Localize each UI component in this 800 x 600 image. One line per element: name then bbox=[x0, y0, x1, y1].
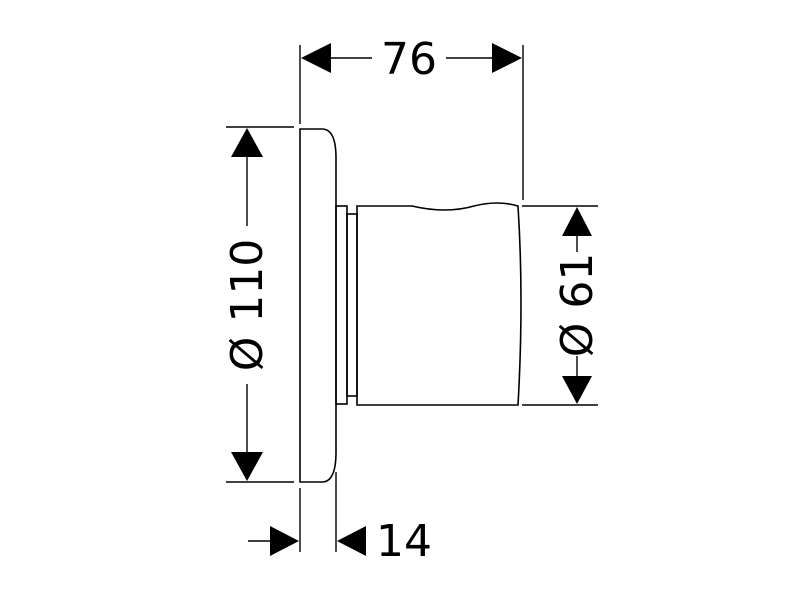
dimension-depth-total: 76 bbox=[301, 34, 522, 85]
arrow-left bbox=[301, 43, 331, 73]
dimension-handle-diameter: Ø 61 bbox=[552, 207, 603, 404]
arrow-up bbox=[231, 128, 263, 157]
spacer-ring-outer bbox=[335, 205, 348, 405]
arrow-left bbox=[337, 526, 366, 556]
dimension-label-76: 76 bbox=[381, 34, 437, 85]
arrow-right bbox=[270, 526, 299, 556]
wall-plate bbox=[299, 128, 337, 483]
dimension-label-110: Ø 110 bbox=[222, 239, 273, 372]
dimension-label-61: Ø 61 bbox=[552, 253, 603, 358]
spacer-ring-inner bbox=[346, 213, 358, 397]
arrow-down bbox=[231, 452, 263, 481]
handle bbox=[356, 202, 522, 406]
arrow-down bbox=[562, 376, 592, 404]
arrow-right bbox=[492, 43, 522, 73]
dimension-plate-depth: 14 bbox=[248, 516, 432, 567]
arrow-up bbox=[562, 207, 592, 236]
dimension-plate-diameter: Ø 110 bbox=[222, 128, 273, 481]
dimension-label-14: 14 bbox=[376, 516, 432, 567]
